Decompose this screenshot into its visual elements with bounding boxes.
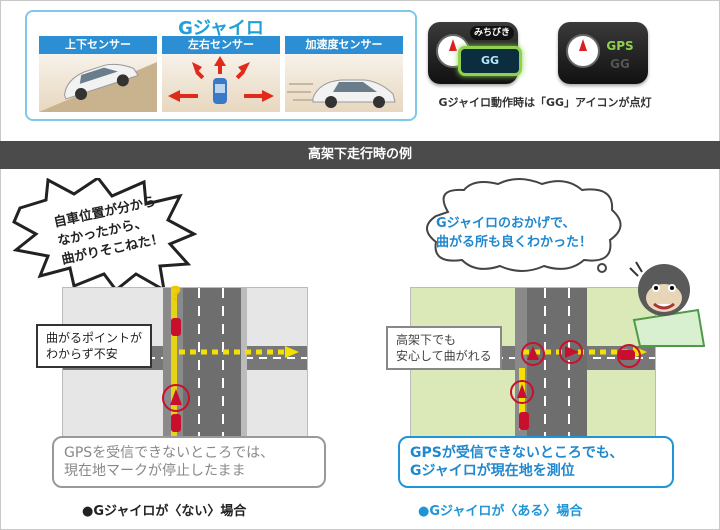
gg-icon-unlit: GG — [610, 57, 630, 71]
relief-callout: 高架下でも 安心して曲がれる — [386, 326, 502, 370]
notice-line: Gジャイロが現在地を測位 — [410, 463, 575, 479]
notice-line: GPSが受信できないところでも、 — [410, 445, 624, 461]
footer-without-gyro: ●Gジャイロが〈ない〉場合 — [82, 504, 247, 519]
praise-bubble-text: Gジャイロのおかげで、 曲がる所も良くわかった！ — [436, 214, 592, 252]
thought-cloud-icon — [426, 178, 622, 273]
car-turn-arrows-image — [162, 54, 280, 112]
car-accelerating-image — [285, 54, 403, 112]
sensor-label: 左右センサー — [162, 36, 280, 54]
notice-line: GPSを受信できないところでは、 — [64, 445, 275, 461]
compass-icon — [566, 34, 600, 68]
callout-line: 安心して曲がれる — [396, 349, 492, 363]
callout-line: 曲がるポイントが — [46, 331, 143, 345]
footer-with-gyro: ●Gジャイロが〈ある〉場合 — [418, 504, 583, 519]
bubble-line: Gジャイロのおかげで、 — [436, 216, 576, 231]
navigation-device-left: みちびき GG — [428, 22, 522, 84]
speech-burst-icon — [12, 178, 197, 293]
callout-line: わからず不安 — [46, 347, 118, 361]
navigation-device-right: GPS GG — [558, 22, 648, 84]
gyro-title: Gジャイロ — [178, 18, 264, 39]
gps-icon: GPS — [606, 39, 634, 53]
sensor-vertical: 上下センサー — [39, 36, 157, 112]
question-mark-icon: ? — [170, 282, 182, 306]
section-title: 高架下走行時の例 — [0, 141, 720, 169]
gyro-panel: Gジャイロ 上下センサー 左右センサー — [25, 10, 417, 121]
device-caption: Gジャイロ動作時は「GG」アイコンが点灯 — [438, 96, 652, 109]
car-on-slope-image — [39, 54, 157, 112]
notice-line: 現在地マークが停止したまま — [64, 463, 246, 479]
monkey-mascot-icon — [629, 261, 706, 347]
sensor-acceleration: 加速度センサー — [285, 36, 403, 112]
bubble-line: 曲がる所も良くわかった！ — [436, 235, 593, 250]
callout-line: 高架下でも — [396, 333, 457, 347]
map-without-gyro — [62, 287, 308, 439]
gyro-positioning-notice: GPSが受信できないところでも、 Gジャイロが現在地を測位 — [398, 436, 674, 488]
gps-lost-notice: GPSを受信できないところでは、 現在地マークが停止したまま — [52, 436, 326, 488]
michibiki-label: みちびき — [470, 26, 514, 40]
anxiety-callout: 曲がるポイントが わからず不安 — [36, 324, 153, 368]
sensor-label: 加速度センサー — [285, 36, 403, 54]
sensor-label: 上下センサー — [39, 36, 157, 54]
gg-icon-lit: GG — [458, 46, 522, 76]
sensor-lateral: 左右センサー — [162, 36, 280, 112]
